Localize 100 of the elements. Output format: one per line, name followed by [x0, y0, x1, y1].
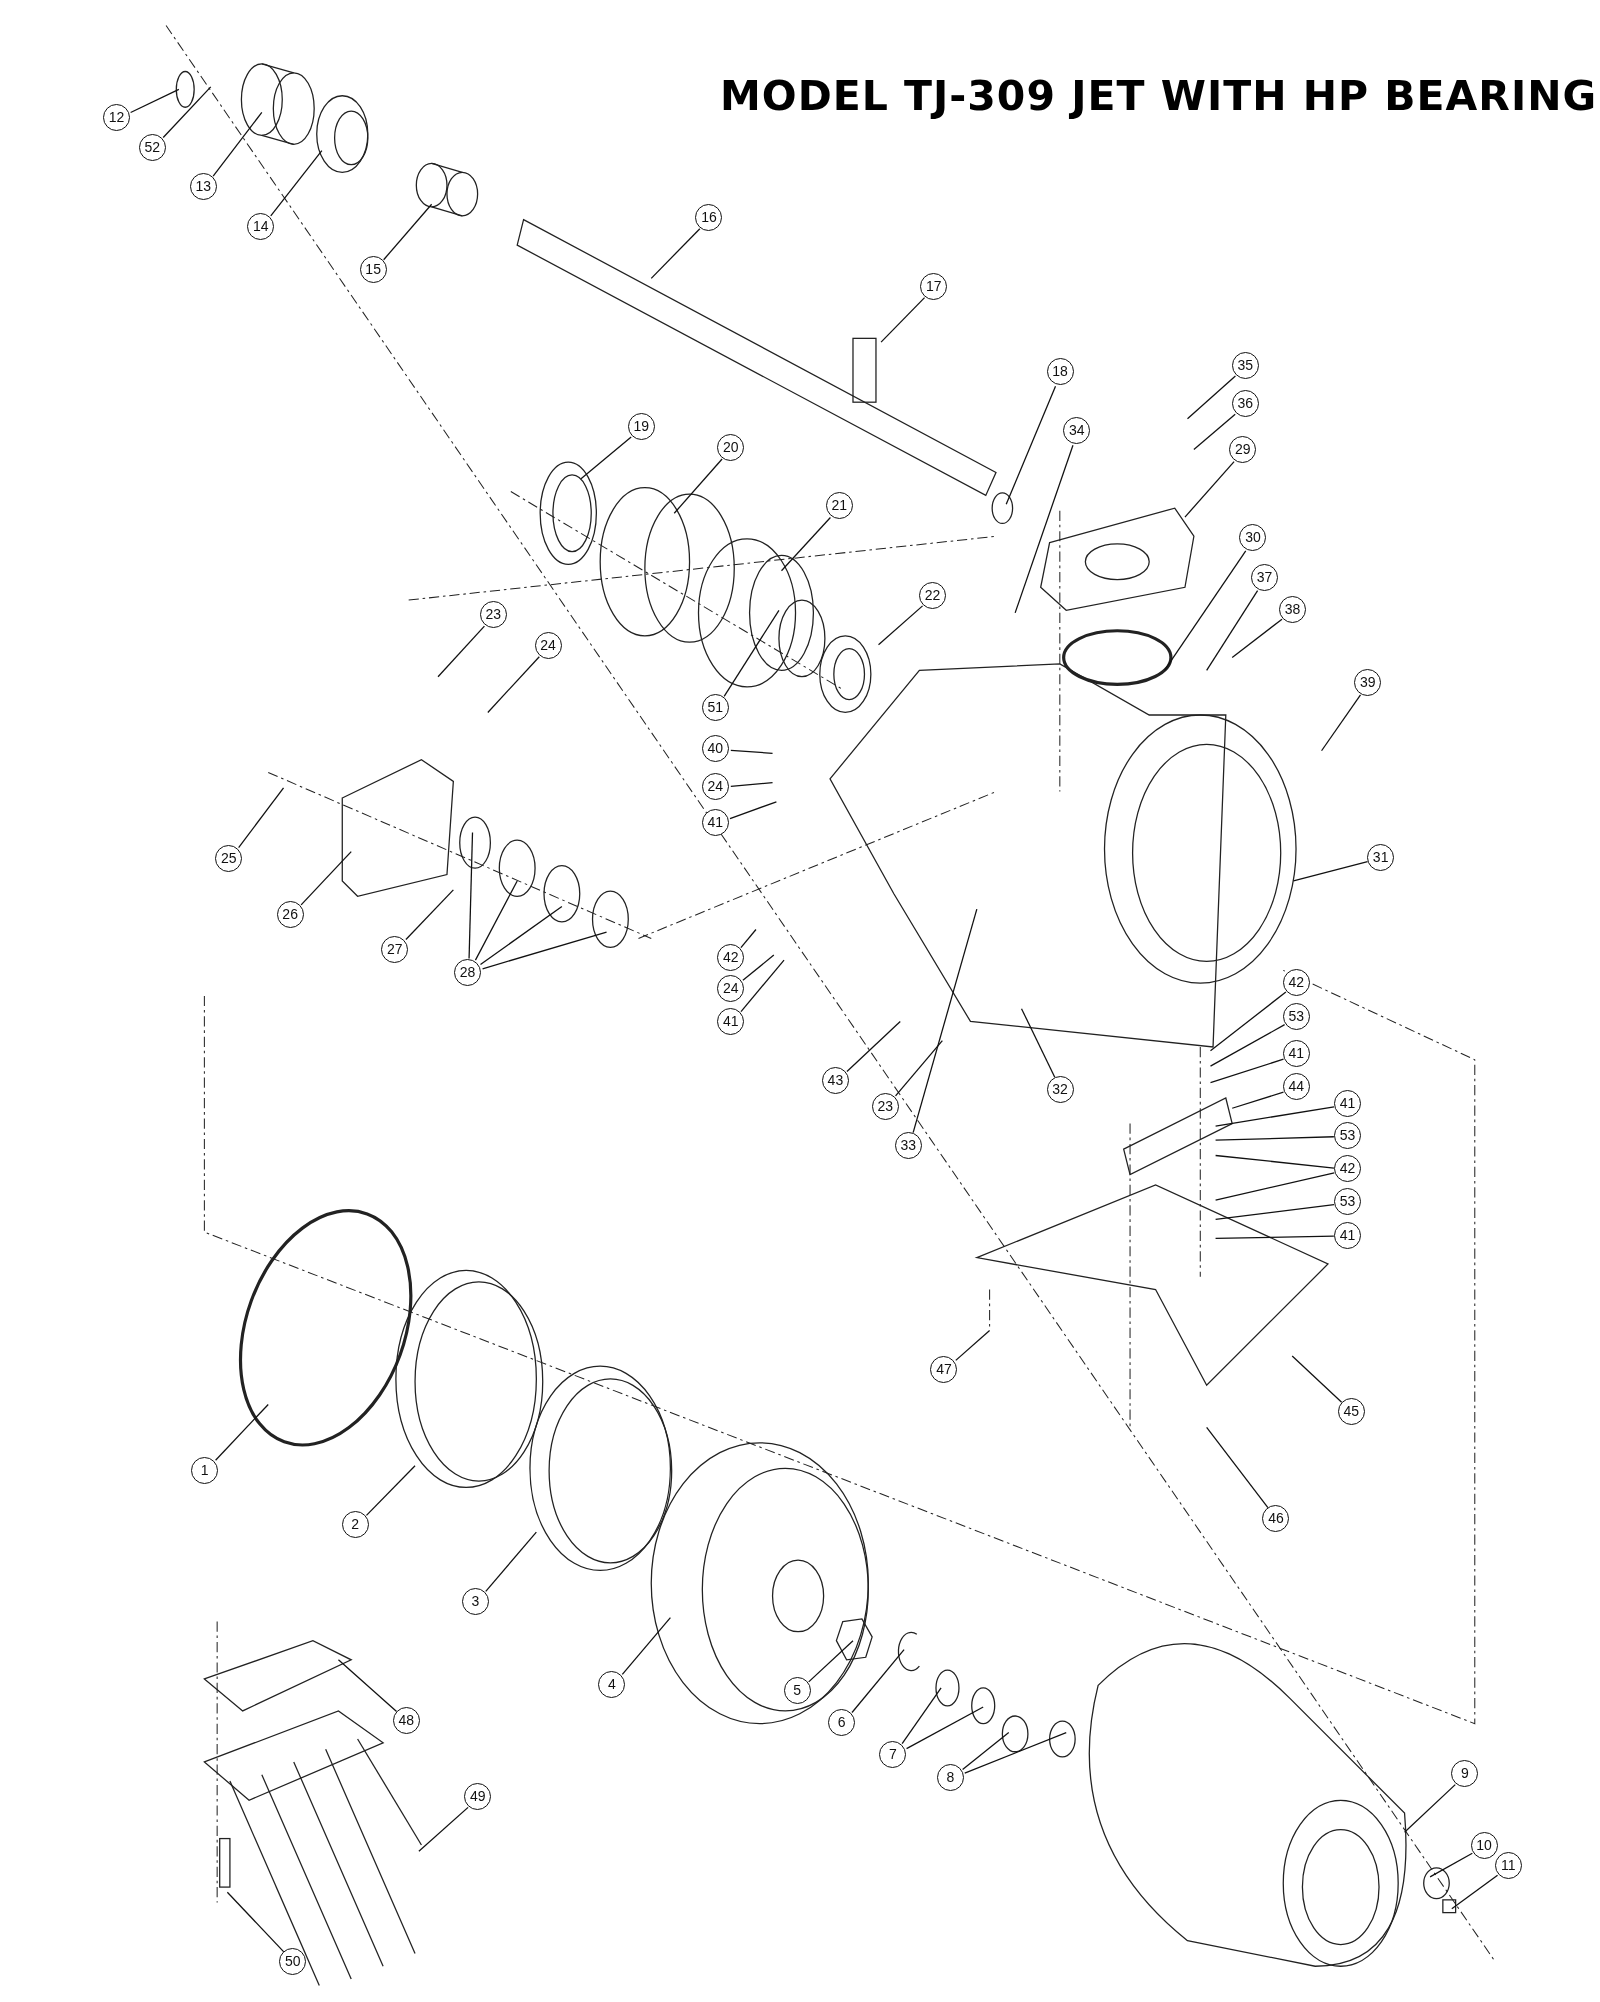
callout-number: 41 — [717, 1008, 745, 1036]
leader-line — [405, 889, 454, 941]
callout-number: 6 — [828, 1709, 856, 1737]
callout-number: 29 — [1229, 436, 1257, 464]
callout-number: 31 — [1367, 843, 1395, 871]
leader-line — [1193, 413, 1236, 451]
leader-line — [1291, 1355, 1343, 1403]
leader-line — [365, 1465, 416, 1517]
callout-number: 48 — [392, 1706, 420, 1734]
leader-line — [912, 908, 978, 1134]
callout-number: 38 — [1279, 595, 1307, 623]
callout-number: 33 — [894, 1132, 922, 1160]
callout-number: 35 — [1231, 351, 1259, 379]
callout-number: 53 — [1282, 1003, 1310, 1031]
leader-line — [162, 86, 212, 139]
callout-number: 19 — [627, 413, 655, 441]
callout-number: 41 — [701, 809, 729, 837]
callout-number: 45 — [1337, 1397, 1365, 1425]
leader-line — [1184, 460, 1235, 518]
callout-number: 23 — [479, 600, 507, 628]
leader-line — [673, 458, 723, 514]
leader-line — [650, 228, 701, 279]
leader-line — [487, 656, 540, 714]
callout-number: 5 — [783, 1677, 811, 1705]
leader-line — [1214, 1154, 1335, 1169]
callout-number: 8 — [936, 1764, 964, 1792]
callout-number: 22 — [918, 581, 946, 609]
leader-line — [226, 1891, 285, 1953]
leader-line — [383, 203, 433, 261]
callout-number: 40 — [701, 735, 729, 763]
callout-number: 43 — [821, 1067, 849, 1095]
callout-number: 24 — [534, 631, 562, 659]
callout-number: 12 — [102, 104, 130, 132]
callout-number: 24 — [717, 975, 745, 1003]
leader-line — [1186, 375, 1237, 420]
leader-line — [237, 787, 285, 849]
leader-line — [337, 1659, 398, 1713]
callout-number: 15 — [359, 256, 387, 284]
leader-line — [1214, 1235, 1335, 1240]
leader-line — [1451, 1874, 1499, 1910]
leader-line — [730, 782, 774, 788]
callout-number: 14 — [247, 212, 275, 240]
leader-line — [580, 436, 632, 480]
leader-line — [1429, 1852, 1473, 1878]
callout-number: 52 — [138, 133, 166, 161]
callout-number: 42 — [717, 944, 745, 972]
leader-line — [1163, 550, 1247, 671]
callout-number: 32 — [1046, 1076, 1074, 1103]
callout-number: 16 — [695, 203, 723, 231]
leader-line — [808, 1640, 854, 1683]
leader-line — [877, 605, 924, 646]
callout-number: 53 — [1333, 1121, 1361, 1149]
title: MODEL TJ-309 JET WITH HP BEARING — [720, 72, 1598, 120]
callout-number: 47 — [930, 1355, 958, 1383]
leader-line — [1206, 589, 1259, 671]
callout-number: 44 — [1282, 1073, 1310, 1101]
leader-line — [1014, 444, 1074, 614]
leader-line — [1403, 1784, 1456, 1833]
leader-line — [485, 1531, 537, 1592]
leader-line — [742, 954, 775, 981]
leader-line — [894, 1039, 943, 1097]
leader-line — [740, 959, 785, 1013]
leader-line — [1214, 1203, 1335, 1220]
callout-number: 41 — [1333, 1090, 1361, 1118]
leader-line — [437, 625, 486, 678]
callout-number: 49 — [464, 1783, 492, 1811]
callout-number: 26 — [276, 901, 304, 929]
leader-line — [1020, 1008, 1056, 1078]
callout-number: 24 — [701, 773, 729, 801]
callout-number: 41 — [1333, 1221, 1361, 1249]
leader-line — [846, 1020, 901, 1073]
leader-line — [468, 831, 474, 960]
callout-number: 36 — [1231, 390, 1259, 418]
callout-number: 53 — [1333, 1188, 1361, 1216]
callout-number: 39 — [1354, 668, 1382, 696]
leader-line — [418, 1806, 469, 1852]
callout-number: 11 — [1494, 1852, 1522, 1880]
callout-number: 10 — [1470, 1831, 1498, 1859]
callout-number: 23 — [871, 1092, 899, 1120]
leader-line — [1214, 1172, 1335, 1201]
leader-line — [1214, 1106, 1335, 1127]
leader-line — [474, 880, 518, 961]
callout-number: 28 — [454, 958, 482, 986]
leader-line — [481, 931, 608, 970]
callout-number: 41 — [1282, 1040, 1310, 1068]
leader-line — [1231, 618, 1283, 659]
callout-number: 51 — [701, 694, 729, 722]
callout-number: 18 — [1046, 358, 1074, 386]
callout-number: 9 — [1451, 1760, 1479, 1788]
callout-number: 1 — [191, 1456, 219, 1484]
callout-number: 42 — [1333, 1155, 1361, 1183]
leader-line — [851, 1648, 905, 1714]
leader-line — [1005, 385, 1057, 505]
callout-number: 46 — [1262, 1505, 1290, 1533]
callout-number: 21 — [825, 492, 853, 520]
callout-number: 34 — [1063, 417, 1091, 445]
leader-line — [964, 1731, 1067, 1774]
leader-line — [1209, 991, 1287, 1052]
callout-number: 2 — [341, 1511, 369, 1539]
leader-line — [740, 928, 757, 949]
